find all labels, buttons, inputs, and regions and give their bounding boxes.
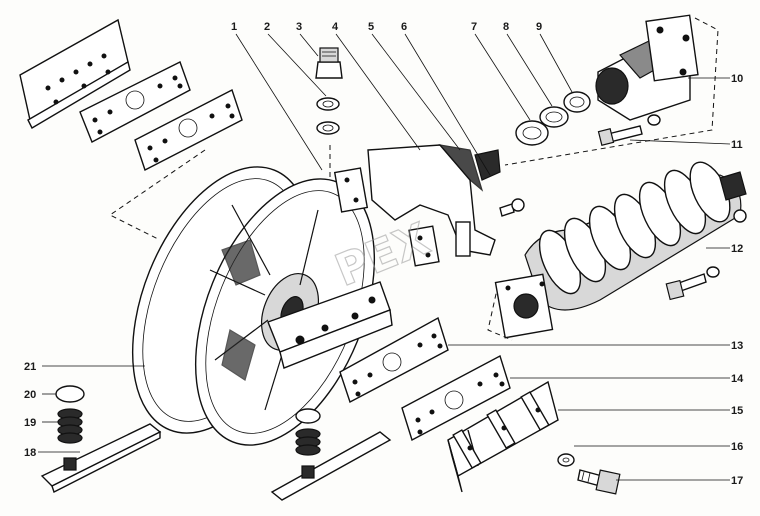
callout-17: 17 [731,475,743,487]
mounting-plate [19,18,131,129]
callout-3: 3 [296,21,302,33]
callout-2: 2 [264,21,270,33]
gasket-13 [339,316,449,404]
callout-9: 9 [536,21,542,33]
callout-8: 8 [503,21,509,33]
gasket-14 [401,354,511,442]
callout-7: 7 [471,21,477,33]
callout-numbers: 1 2 3 4 5 6 7 8 9 10 11 12 13 14 15 16 1… [24,21,744,487]
bolt-11 [597,114,661,146]
axle-block [267,281,393,369]
callout-1: 1 [231,21,237,33]
center-spring [270,408,392,501]
idler-wheel [131,166,376,446]
callout-14: 14 [731,373,744,385]
bolt-17 [577,469,621,495]
cylinder-housing [595,14,699,121]
callout-10: 10 [731,73,743,85]
callout-15: 15 [731,405,743,417]
gasket-top-2 [134,89,243,171]
callout-5: 5 [368,21,374,33]
gasket-top-1 [79,61,191,143]
callout-11: 11 [731,139,743,151]
washer-2 [316,97,340,135]
callout-6: 6 [401,21,407,33]
callout-13: 13 [731,340,743,352]
spacer-rings [515,91,591,146]
mounting-plate-15 [447,380,559,493]
callout-21: 21 [24,361,36,373]
callout-19: 19 [24,417,36,429]
bolt-3 [315,47,343,79]
tension-spring [494,161,747,339]
spring-19 [57,408,83,444]
cap-20 [55,385,85,403]
callout-16: 16 [731,441,743,453]
callout-18: 18 [24,447,36,459]
callout-12: 12 [731,243,743,255]
bolt-12 [665,266,720,301]
assembly-guide-lines [109,17,719,341]
washer-16 [557,453,575,467]
plate-18 [40,423,162,493]
support-bracket [333,144,525,267]
callout-20: 20 [24,389,36,401]
callout-4: 4 [332,21,339,33]
leader-lines [38,33,731,481]
